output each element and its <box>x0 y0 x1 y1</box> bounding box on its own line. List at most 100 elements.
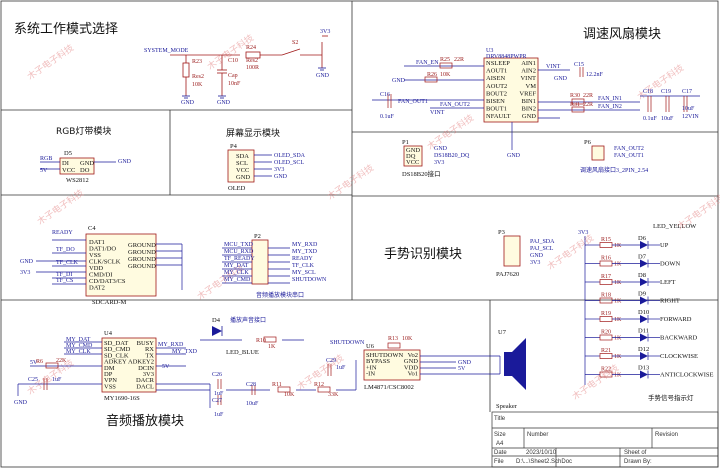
svg-text:木子电子科技: 木子电子科技 <box>545 232 596 273</box>
system-mode-vcc: 3V3 <box>320 29 330 35</box>
r12-ref: R12 <box>314 382 324 388</box>
audio-wires <box>17 339 357 408</box>
p4-ref: P4 <box>230 143 238 150</box>
oled-connector <box>227 149 255 183</box>
fan-gnd-bottom: GND <box>507 153 521 159</box>
p2-right-net-2: READY <box>292 256 313 262</box>
u4-pin-sd_cmd: SD_CMD <box>104 346 131 353</box>
c18-ref: C18 <box>643 89 653 95</box>
u6-pin-gnd: GND <box>404 358 418 365</box>
u3-pin-ain2: AIN2 <box>521 68 536 75</box>
sd-3v3-net: 3V3 <box>20 270 30 276</box>
oled-3v3-net: 3V3 <box>274 167 284 173</box>
u3-pin-bisen: BISEN <box>486 98 505 105</box>
r13-value: 10K <box>402 336 413 342</box>
u4-pin-vss: VSS <box>104 383 116 390</box>
u6-pin-vo1: Vo1 <box>408 371 418 378</box>
c10-ref: C10 <box>228 58 238 64</box>
led-label-anticlockwise: ANTICLOCKWISE <box>660 372 713 379</box>
sd-gnd-net: GND <box>20 259 34 265</box>
audio-my-cmd-net: MY_CMD <box>66 343 93 349</box>
led-resistor-ref-2: R17 <box>601 274 611 280</box>
led-resistor-ref-3: R18 <box>601 293 611 299</box>
r13-ref: R13 <box>388 336 398 342</box>
fan-out1-net: FAN_OUT1 <box>398 99 428 105</box>
p2-right-net-0: MY_RXD <box>292 242 318 248</box>
ws2812-pin-do: DO <box>80 167 90 174</box>
p1-ref: P1 <box>402 139 409 146</box>
u4-pin-busy: BUSY <box>137 340 155 347</box>
led-diode-6 <box>640 352 648 360</box>
led-label-left: LEFT <box>660 279 676 286</box>
ds18b20-pin-gnd: GND <box>406 147 420 154</box>
u6-gnd-net: GND <box>458 360 472 366</box>
u6-pin-shutdown: SHUTDOWN <box>366 352 403 359</box>
sd-pin-4: VDD <box>89 265 103 272</box>
svg-text:木子电子科技: 木子电子科技 <box>25 42 76 83</box>
led-resistor-value-3: 1K <box>614 299 622 305</box>
audio-my-clk-net: MY_CLK <box>66 349 91 355</box>
fan-passives <box>387 62 688 113</box>
u4-pin-adkey: ADKEY <box>104 359 127 366</box>
audio-gnd-net-left: GND <box>14 400 28 406</box>
r25-value: 22R <box>454 57 464 63</box>
u4-pin-3v3: 3V3 <box>143 371 154 378</box>
led-yellow-label: LED_YELLOW <box>653 223 697 230</box>
u4-pin-dacl: DACL <box>136 383 154 390</box>
led-diode-2 <box>640 278 648 286</box>
drv8848-chip <box>483 57 539 123</box>
led-resistor-5 <box>599 334 613 341</box>
r6-ref: R6 <box>36 359 43 365</box>
u3-pin-aout2: AOUT2 <box>486 83 507 90</box>
led-resistor-0 <box>599 242 613 248</box>
ds18b20-3v3-net: 3V3 <box>434 160 444 166</box>
u4-pin-dp: DP <box>104 371 113 378</box>
led-resistor-ref-0: R15 <box>601 237 611 243</box>
c18-value: 0.1uF <box>643 116 658 122</box>
sdcard-part: SDCARD-M <box>92 299 127 306</box>
indicator-vcc: 3V3 <box>578 230 588 236</box>
r25-ref: R25 <box>440 57 450 63</box>
p2-right-net-3: TF_CLK <box>292 263 315 269</box>
led-resistor-value-1: 1K <box>614 262 622 268</box>
sd-tf-clk-net: TF_CLK <box>56 260 79 266</box>
r31-value: 22R <box>583 102 593 108</box>
u4-pin-dcin: DCIN <box>138 365 154 372</box>
date-value: 2023/10/10 <box>526 450 557 456</box>
oled-pin-vcc: VCC <box>236 167 249 174</box>
file-label: File <box>494 459 504 465</box>
indicator-caption: 手势信号指示灯 <box>648 393 694 402</box>
system-mode-gnd-3: GND <box>316 73 330 79</box>
c25-ref: C25 <box>28 377 38 383</box>
rgb-gnd-net: GND <box>118 159 132 165</box>
ws2812-part: WS2812 <box>66 177 89 184</box>
section-title-fan: 调速风扇模块 <box>583 26 661 42</box>
u3-pin-ain1: AIN1 <box>521 60 536 67</box>
12vin-net: 12VIN <box>682 114 699 120</box>
u3-pin-nfault: NFAULT <box>486 113 511 120</box>
led-diode-4 <box>640 315 648 323</box>
led-label-forward: FORWARD <box>660 316 692 323</box>
sd-pin-1: DAT1/DO <box>89 246 116 253</box>
fan-connector <box>591 145 605 161</box>
p2-right-net-5: SHUTDOWN <box>292 277 327 283</box>
amp-caption: 播放声音接口 <box>230 316 266 324</box>
ds18b20-caption: DS18B20接口 <box>402 169 441 178</box>
u6-pin-vo2: Vo2 <box>408 352 418 359</box>
fan-in2-net: FAN_IN2 <box>598 104 622 110</box>
sd-pin-7: DAT2 <box>89 285 105 292</box>
sd-tf-cs-net: TF_CS <box>56 278 73 284</box>
u3-left-pins: NSLEEPAOUT1AISENAOUT2BOUT2BISENBOUT1NFAU… <box>486 60 511 120</box>
u4-pin-rx: RX <box>145 346 154 353</box>
ws2812-pin-vcc: VCC <box>62 167 75 174</box>
led-resistor-ref-4: R19 <box>601 311 611 317</box>
ws2812-chip <box>59 157 95 175</box>
sdcard-socket <box>85 233 157 297</box>
u4-pin-dacr: DACR <box>136 377 155 384</box>
r24-ohm: 100R <box>246 65 259 71</box>
audio-my-dat-net: MY_DAT <box>66 337 91 343</box>
c29-ref: C29 <box>326 358 336 364</box>
